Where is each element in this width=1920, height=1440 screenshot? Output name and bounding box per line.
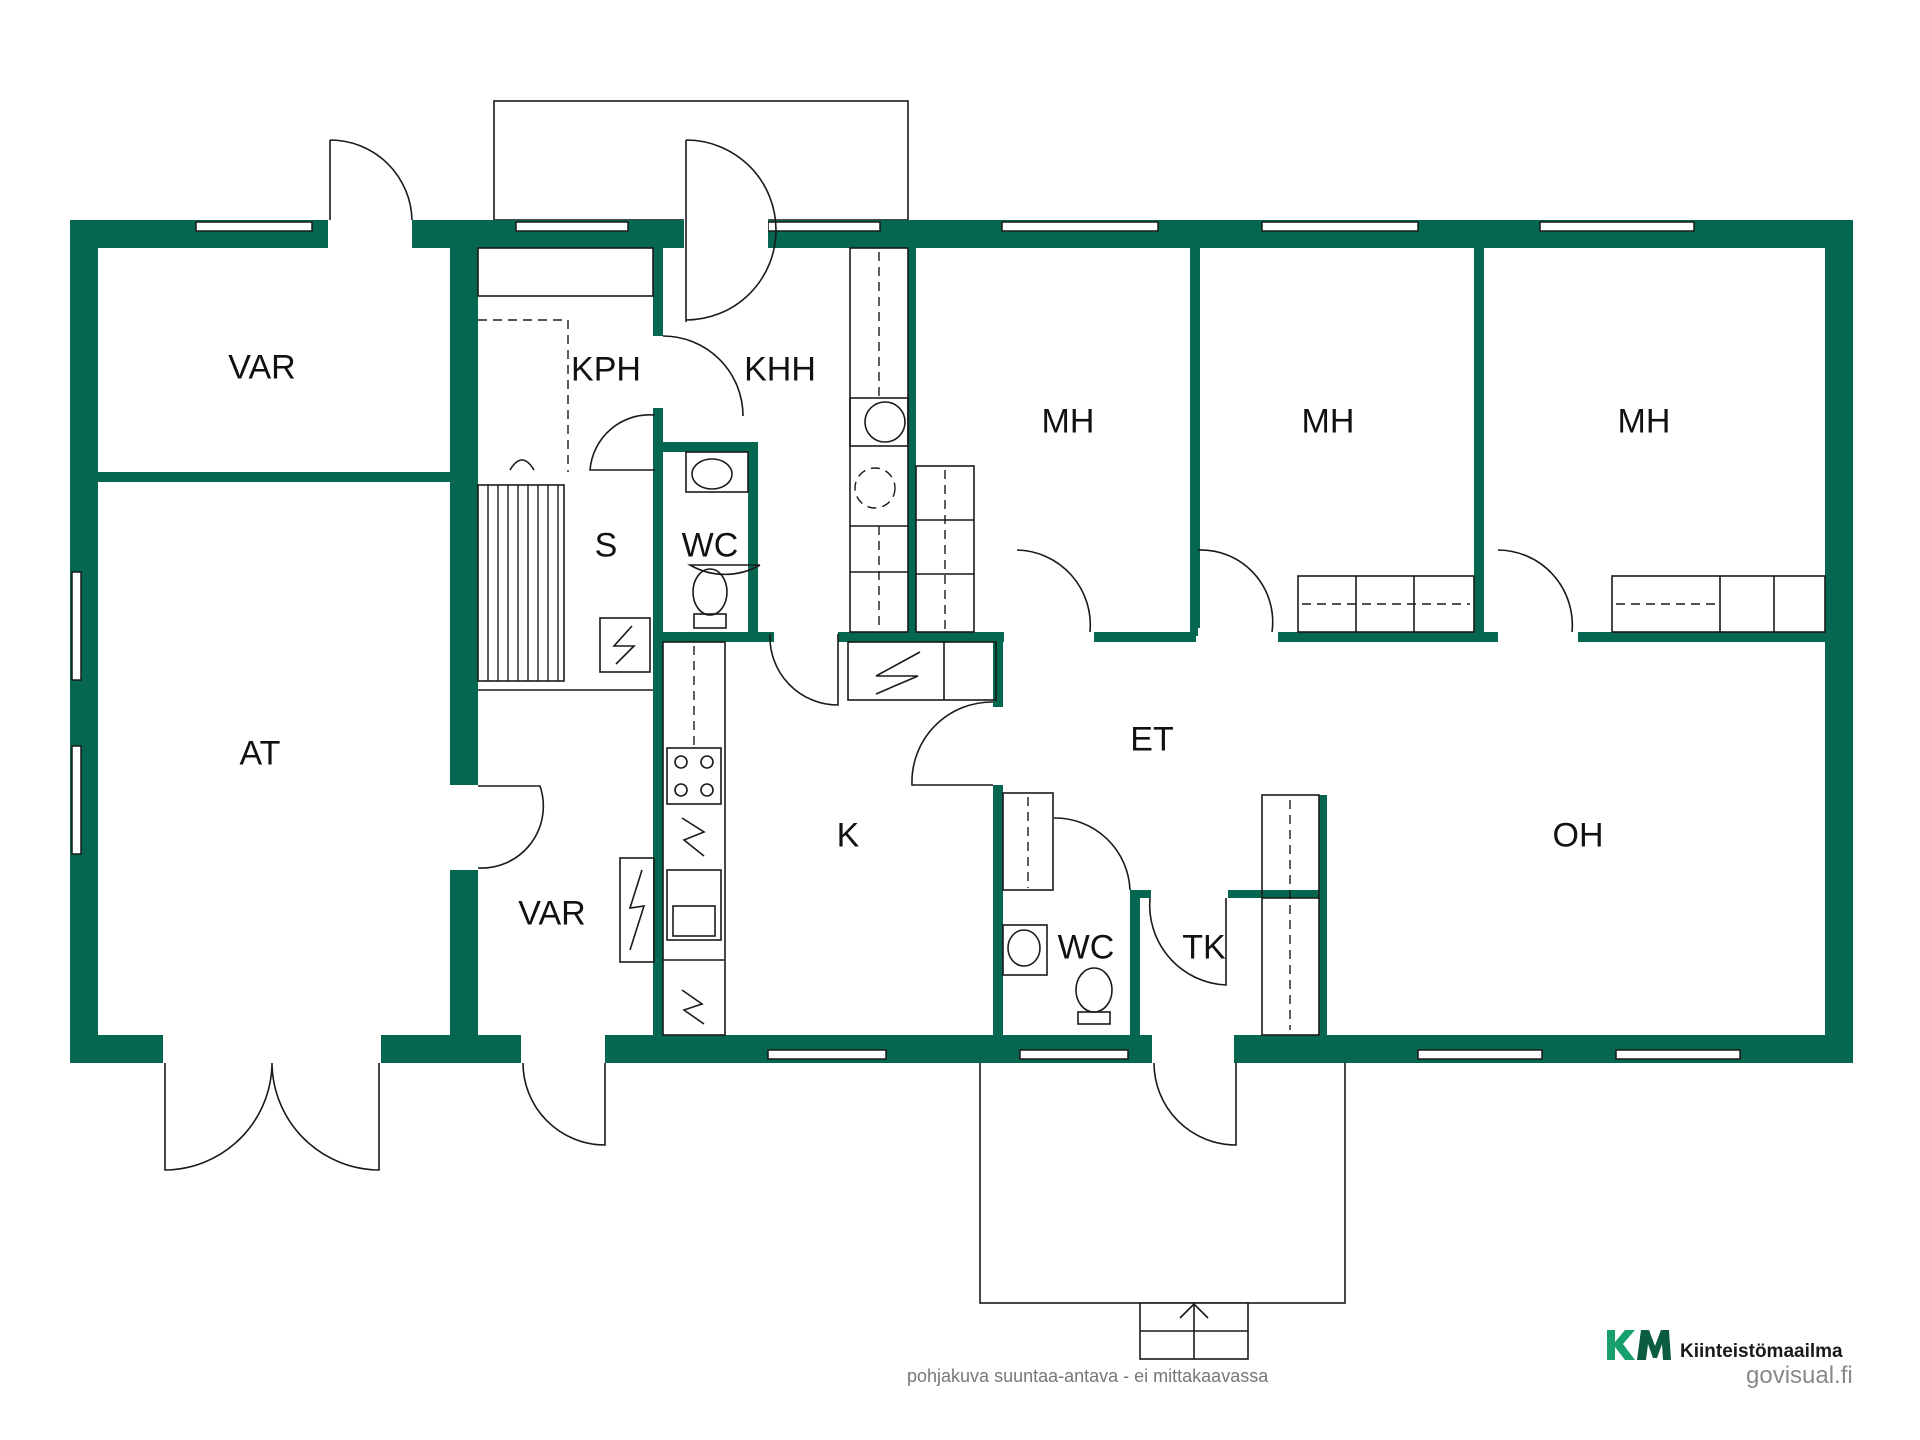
room-label-mh-3: MH (1617, 402, 1671, 441)
website-url[interactable]: govisual.fi (1746, 1362, 1853, 1389)
room-label-mh-1: MH (1041, 402, 1095, 441)
km-logo (1607, 1330, 1671, 1360)
room-label-var-top: VAR (228, 348, 296, 387)
room-label-var-bottom: VAR (518, 894, 586, 933)
room-label-s: S (594, 526, 618, 565)
room-label-tk: TK (1182, 928, 1226, 967)
brand-name: Kiinteistömaailma (1680, 1341, 1843, 1362)
room-label-khh: KHH (744, 350, 816, 389)
terrace-outlines (493, 100, 1346, 1360)
door-openings (163, 218, 1578, 1067)
room-label-wc-top: WC (681, 526, 739, 565)
room-label-et: ET (1130, 720, 1174, 759)
room-label-mh-2: MH (1301, 402, 1355, 441)
room-label-wc-bottom: WC (1057, 928, 1115, 967)
room-label-k: K (836, 816, 860, 855)
windows (71, 221, 1741, 1060)
doors (164, 139, 1574, 1171)
fixtures (477, 247, 1826, 1036)
disclaimer-note: pohjakuva suuntaa-antava - ei mittakaava… (907, 1366, 1269, 1386)
room-label-at: AT (239, 734, 281, 773)
room-label-oh: OH (1552, 816, 1604, 855)
room-label-kph: KPH (571, 350, 641, 389)
interior-walls (98, 248, 1825, 1035)
